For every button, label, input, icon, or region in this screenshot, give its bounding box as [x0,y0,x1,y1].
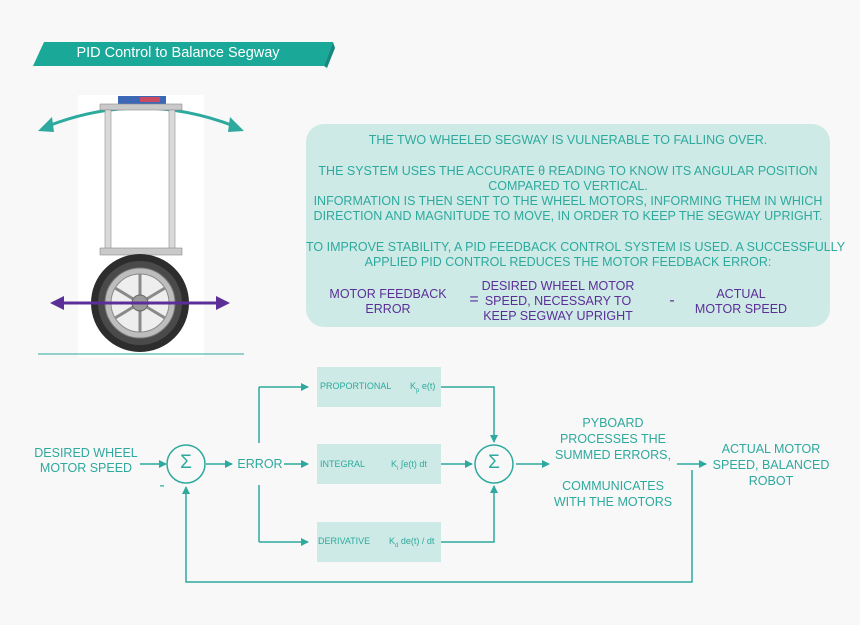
pyboard-line-2: PROCESSES THE [559,432,667,446]
pyboard-line-3: SUMMED ERRORS, [555,448,671,462]
derivative-block: DERIVATIVE Kd de(t) / dt [317,522,441,562]
sum-junction-2 [474,444,514,484]
sum-junction-1 [166,444,206,484]
pyboard-line-5: WITH THE MOTORS [553,495,673,509]
info-line-3: COMPARED TO VERTICAL. [488,179,648,193]
equation-minus: - [669,292,675,309]
input-label-line-1: DESIRED WHEEL [34,446,138,460]
integral-label: INTEGRAL [320,459,366,469]
derivative-label: DERIVATIVE [318,536,371,546]
output-line-2: SPEED, BALANCED [712,458,830,472]
equation-lhs-line-1: MOTOR FEEDBACK [329,287,447,301]
output-line-1: ACTUAL MOTOR [721,442,821,456]
info-line-1: THE TWO WHEELED SEGWAY IS VULNERABLE TO … [368,133,768,147]
equation-lhs-line-2: ERROR [365,302,411,316]
info-line-6: TO IMPROVE STABILITY, A PID FEEDBACK CON… [306,240,846,254]
equation-equals: = [469,291,479,308]
output-line-3: ROBOT [748,474,794,488]
info-line-4: INFORMATION IS THEN SENT TO THE WHEEL MO… [313,194,823,208]
info-line-7: APPLIED PID CONTROL REDUCES THE MOTOR FE… [364,255,772,269]
derivative-formula: Kd de(t) / dt [389,536,435,549]
equation-term2-line-2: MOTOR SPEED [694,302,788,316]
info-box: THE TWO WHEELED SEGWAY IS VULNERABLE TO … [306,124,846,327]
input-label-line-2: MOTOR SPEED [39,461,133,475]
equation-term1-line-3: KEEP SEGWAY UPRIGHT [483,309,633,323]
proportional-formula: Kp e(t) [410,381,436,394]
info-line-2: THE SYSTEM USES THE ACCURATE θ READING T… [318,164,818,178]
equation-term2-line-1: ACTUAL [716,287,766,301]
integral-formula: Ki ∫e(t) dt [391,459,427,472]
pyboard-line-4: COMMUNICATES [562,479,664,493]
integral-block: INTEGRAL Ki ∫e(t) dt [317,444,441,484]
error-label: ERROR [237,457,283,471]
sum-symbol-1: Σ [180,452,192,473]
sum-symbol-2: Σ [488,452,500,473]
proportional-block: PROPORTIONAL Kp e(t) [317,367,441,407]
arc-right-arrowhead [228,117,244,132]
equation-term1-line-1: DESIRED WHEEL MOTOR [481,279,635,293]
arc-left-arrowhead [38,117,54,132]
feedback-sign: - [159,477,165,494]
proportional-label: PROPORTIONAL [320,381,392,391]
equation-term1-line-2: SPEED, NECESSARY TO [484,294,632,308]
pyboard-line-1: PYBOARD [582,416,644,430]
page-title: PID Control to Balance Segway [76,45,280,61]
info-line-5: DIRECTION AND MAGNITUDE TO MOVE, IN ORDE… [313,209,823,223]
